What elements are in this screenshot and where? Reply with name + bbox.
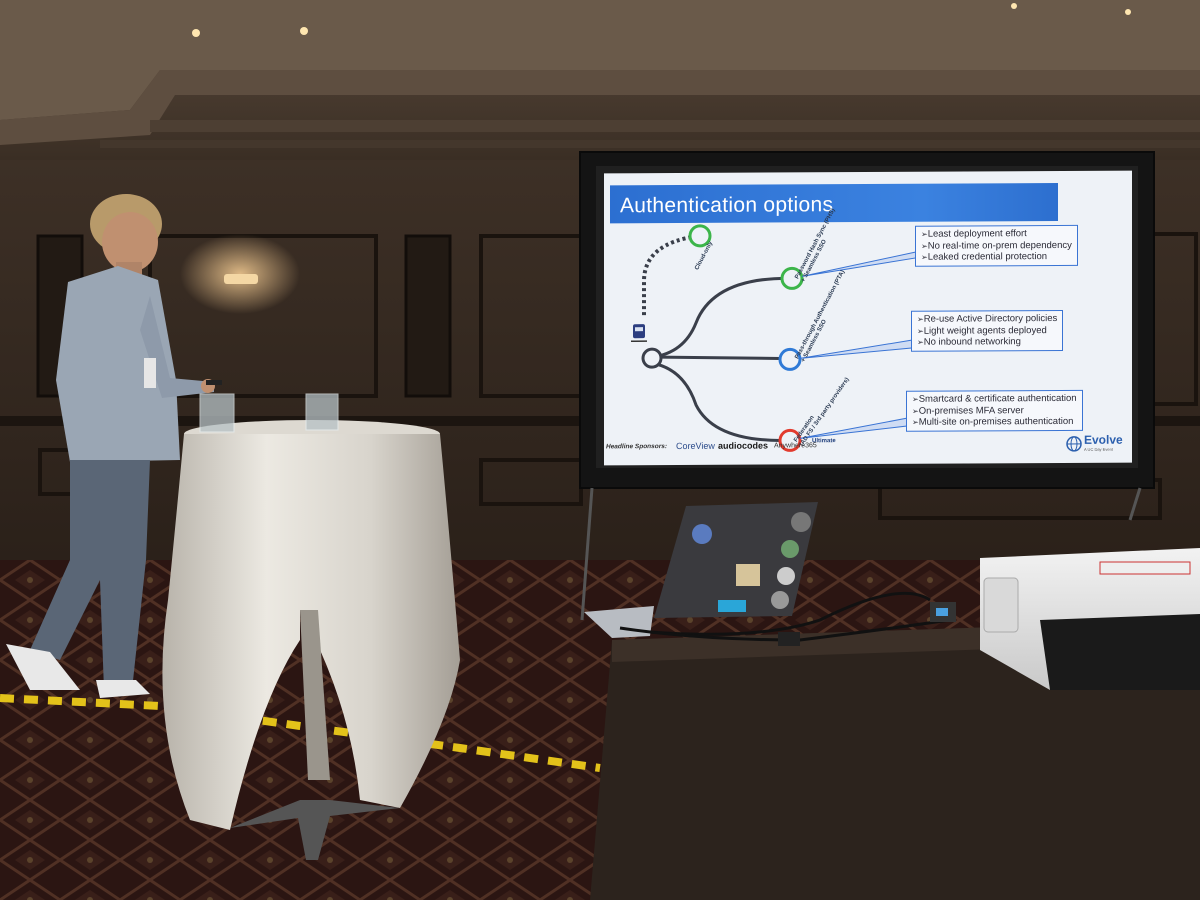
globe-icon [1066,436,1082,452]
bullet-item: On-premises MFA server [912,404,1077,417]
bullet-item: Multi-site on-premises authentication [912,416,1077,428]
cocktail-table [162,393,460,860]
federation-benefits-box: Smartcard & certificate authentication O… [906,389,1083,432]
pta-node [778,347,802,371]
presenter [6,194,222,698]
sponsor-coreview: CoreView [676,440,715,452]
phs-node [780,266,804,290]
sponsor-anywhere365: Anywhere365 [774,442,817,450]
federation-path [651,361,783,442]
bullet-item: Least deployment effort [921,228,1072,240]
federation-node [778,428,802,452]
evolve-tagline: A UC Day Event [1084,446,1113,452]
start-node [641,347,663,369]
bullet-item: Leaked credential protection [921,251,1072,263]
bullet-item: No inbound networking [917,336,1057,348]
bullet-item: Light weight agents deployed [917,325,1057,337]
phs-benefits-box: Least deployment effort No real-time on-… [915,224,1078,267]
pta-path [659,355,781,360]
cloud-only-node [688,224,712,248]
sponsor-audiocodes: audiocodes [718,440,769,451]
sponsor-ultimate: Ultimate [812,438,836,445]
projected-slide: Authentication options [604,170,1132,466]
sponsor-row: Headline Sponsors: CoreView audiocodes A… [606,435,1046,459]
bullet-item: Smartcard & certificate authentication [912,393,1077,405]
phs-path [651,276,793,359]
evolve-wordmark: Evolve [1084,432,1123,447]
bullet-item: Re-use Active Directory policies [917,313,1058,325]
pta-benefits-box: Re-use Active Directory policies Light w… [911,309,1064,352]
sponsors-label: Headline Sponsors: [606,443,668,451]
presenter-table [584,502,1200,900]
evolve-logo: Evolve A UC Day Event [1066,432,1124,458]
bullet-item: No real-time on-prem dependency [921,239,1072,251]
train-icon [631,324,647,342]
cloud-only-path [642,233,700,316]
